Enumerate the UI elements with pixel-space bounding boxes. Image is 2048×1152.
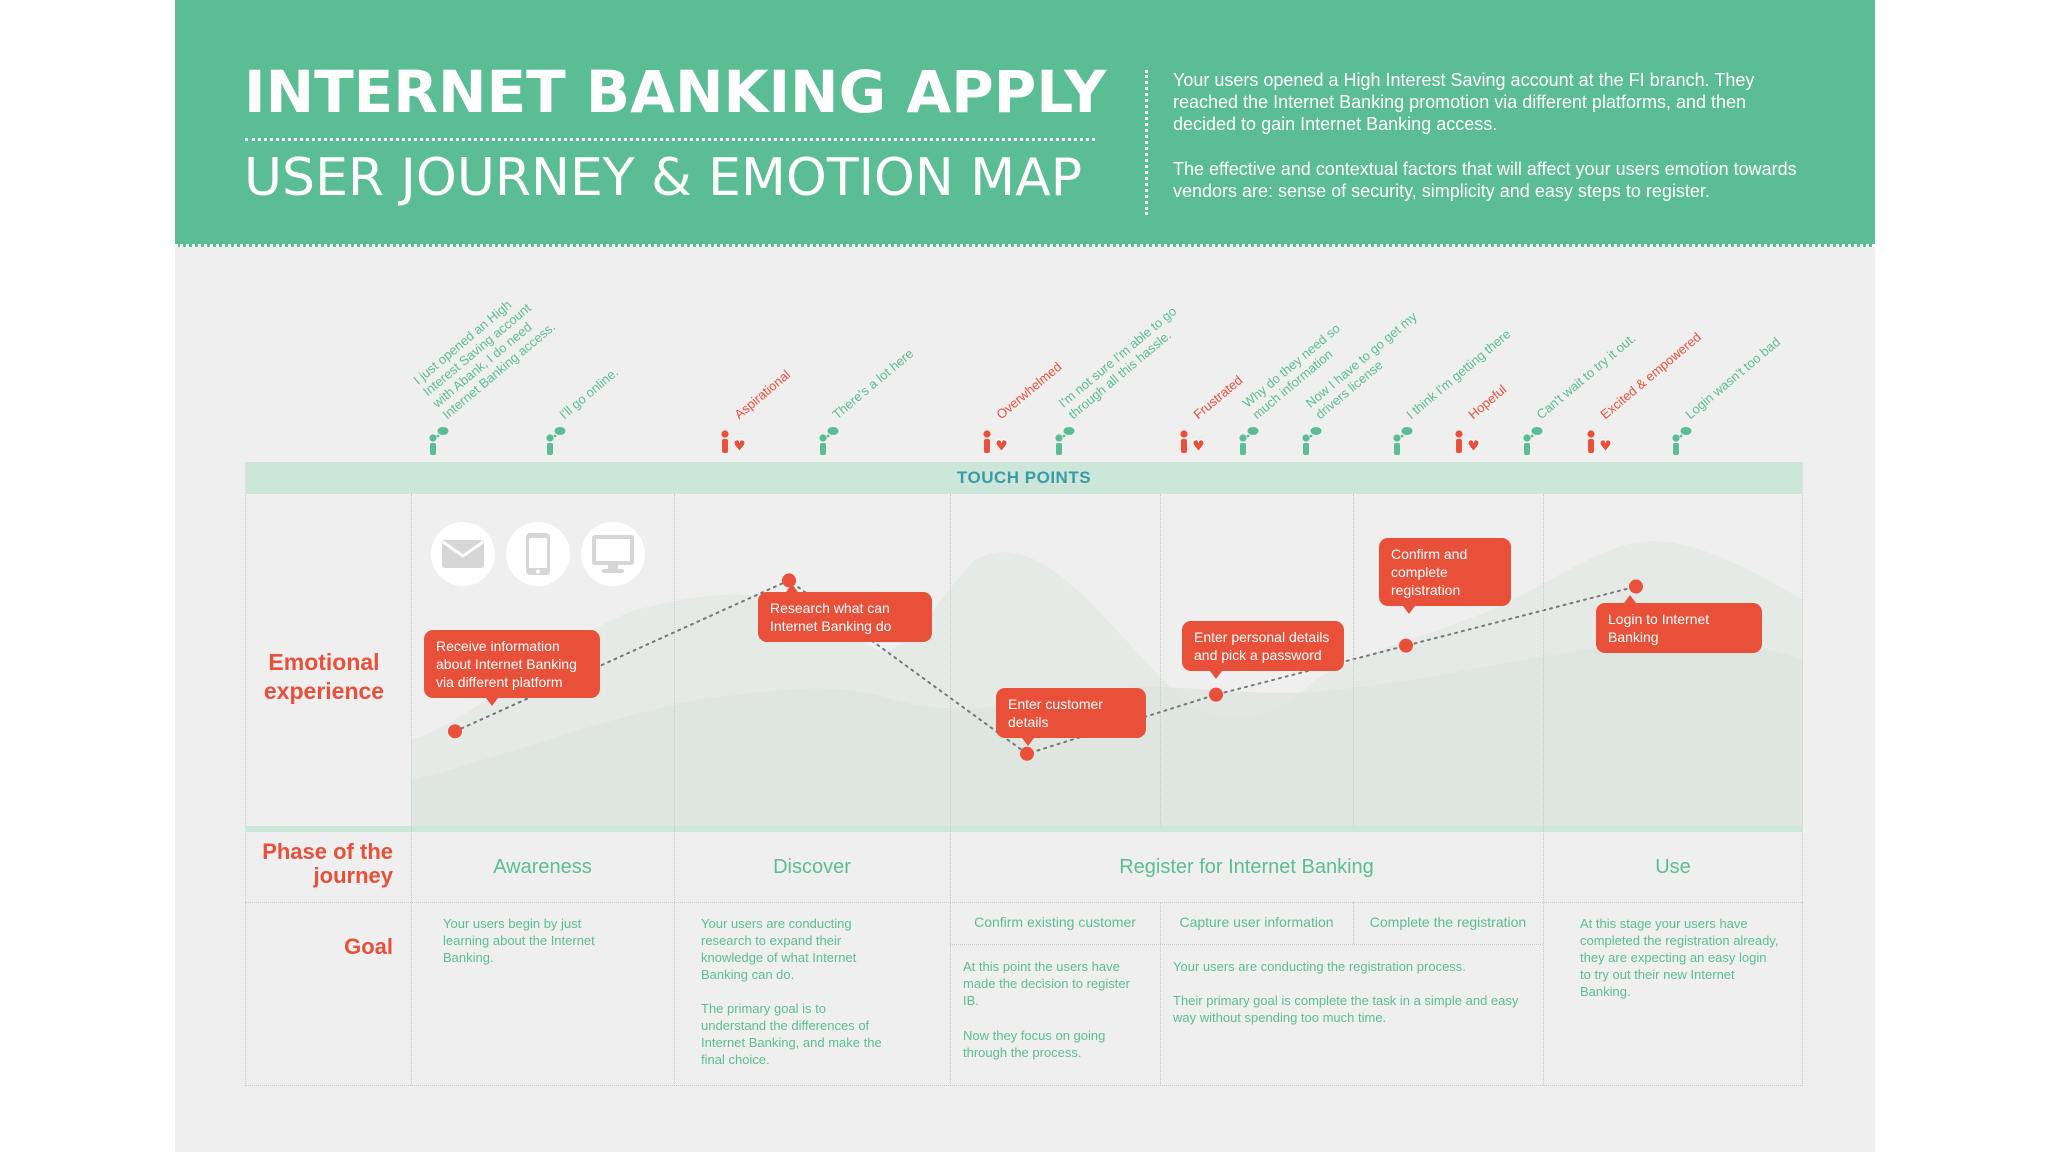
emotion-heart-icon [1455,430,1480,453]
thinking-person-icon [1055,427,1075,455]
thinking-person-icon [1393,427,1413,455]
phase-use: Use [1655,856,1691,878]
emotion-heart-icon [721,430,746,453]
emotion-heart-icon [1180,430,1205,453]
phone-icon [526,533,550,575]
goal-discover-primary: The primary goal is to understand the di… [701,1001,882,1067]
emotion-point [448,724,462,739]
grid-row-divider [245,902,1803,903]
journey-step-confirm-registration: Confirm and complete registration [1379,538,1511,614]
emotion-point [1629,579,1643,594]
touch-point-mobile [506,522,570,586]
mail-icon [442,540,484,568]
journey-map-poster: INTERNET BANKING APPLY USER JOURNEY & EM… [175,0,1875,1152]
touch-points-bar: TOUCH POINTS [245,462,1803,494]
goal-use: At this stage your users have completed … [1580,916,1779,999]
page-title: INTERNET BANKING APPLY [244,58,1107,126]
thinking-person-icon [546,427,566,455]
phase-register: Register for Internet Banking [1119,856,1374,878]
map-grid-frame [245,462,1803,1086]
grid-column-divider [1543,494,1544,1086]
grid-column-divider [1353,494,1354,826]
intro-paragraph-factors: The effective and contextual factors tha… [1173,159,1797,201]
journey-step-enter-personal-details: Enter personal details and pick a passwo… [1182,621,1344,679]
thinking-person-icon [1239,427,1259,455]
page-subtitle: USER JOURNEY & EMOTION MAP [244,148,1083,208]
thinking-person-icon [429,427,449,455]
emotion-curve [454,579,1637,755]
phase-discover: Discover [773,856,851,878]
row-label-goal: Goal [344,934,393,959]
emotion-point [1020,746,1034,761]
touch-points-label: TOUCH POINTS [956,468,1092,487]
grid-column-divider [411,494,412,1086]
subphase-capture-user-information: Capture user information [1179,914,1334,930]
journey-step-login: Login to Internet Banking [1596,595,1762,653]
subphase-confirm-existing-customer: Confirm existing customer [974,914,1136,930]
goal-discover-research: Your users are conducting research to ex… [701,916,857,982]
emotion-point [1209,687,1223,702]
goal-awareness: Your users begin by just learning about … [443,916,595,965]
grid-column-divider [950,494,951,1086]
emotion-point [1399,638,1413,653]
journey-step-enter-customer-details: Enter customer details [996,688,1146,746]
intro-paragraph-context: Your users opened a High Interest Saving… [1173,70,1755,134]
touch-point-desktop [581,522,645,586]
journey-step-receive-info: Receive information about Internet Banki… [424,630,600,706]
monitor-icon [592,535,634,573]
subphase-complete-registration: Complete the registration [1369,914,1527,930]
grid-column-divider [1353,902,1354,944]
row-label-emotional-experience: Emotional experience [263,649,385,704]
journey-step-research: Research what can Internet Banking do [758,584,932,642]
header-banner: INTERNET BANKING APPLY USER JOURNEY & EM… [175,0,1875,247]
row-label-phase: Phase of the journey [262,839,393,888]
grid-column-divider [1160,494,1161,826]
grid-column-divider [674,494,675,1086]
emotion-heart-icon [983,430,1008,453]
header-divider [1145,70,1148,215]
phase-divider-band [245,826,1803,832]
thinking-person-icon [1672,427,1692,455]
touch-point-email [431,522,495,586]
title-divider [245,138,1095,141]
goal-confirm-decision: At this point the users have made the de… [963,959,1130,1008]
emotion-point [782,573,796,588]
goal-register-process: Your users are conducting the registrati… [1173,959,1466,974]
grid-row-divider [950,944,1543,945]
thinking-person-icon [1523,427,1543,455]
grid-column-divider [1160,902,1161,1086]
goal-confirm-process: Now they focus on going through the proc… [963,1028,1106,1060]
goal-register-primary: Their primary goal is complete the task … [1173,993,1519,1025]
thinking-person-icon [1302,427,1322,455]
thinking-person-icon [819,427,839,455]
phase-awareness: Awareness [493,856,592,878]
emotion-heart-icon [1587,430,1612,453]
